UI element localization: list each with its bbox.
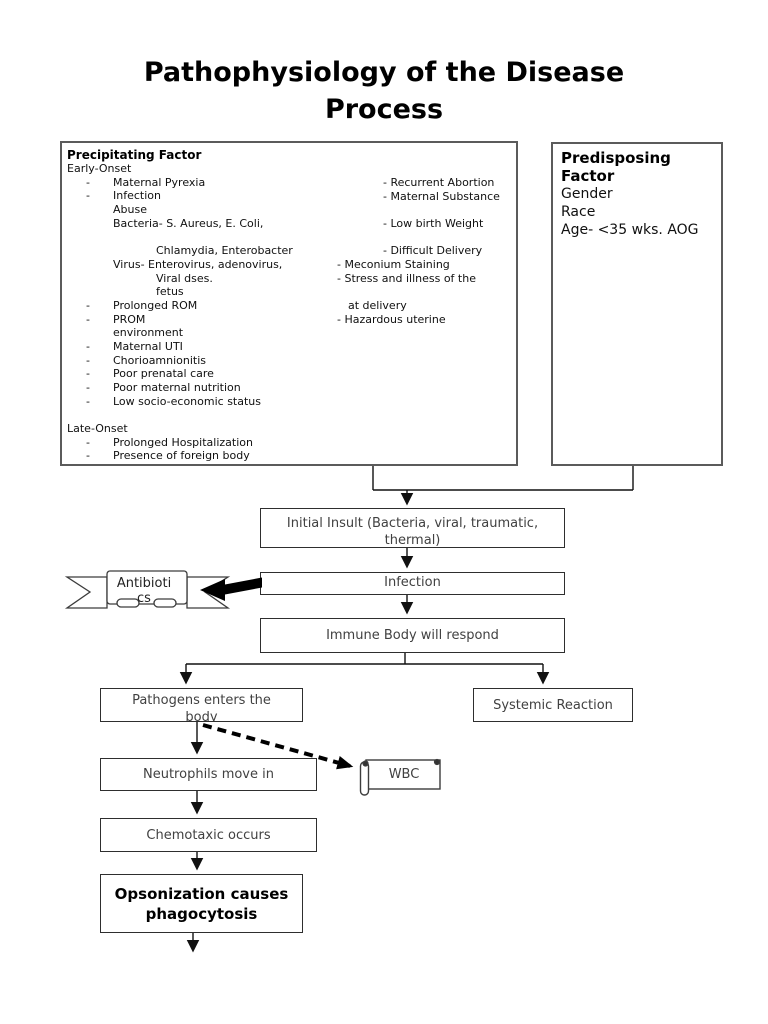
precipitating-factor-box: Precipitating Factor Early-Onset-Materna… [60, 141, 518, 466]
flow-box-pathogens-text: Pathogens enters the body [132, 693, 271, 722]
text-line: Abuse [113, 203, 147, 217]
text-line: environment [113, 326, 184, 340]
flow-box-chemotaxic: Chemotaxic occurs [100, 818, 317, 852]
text-line: Age- <35 wks. AOG [561, 222, 699, 238]
text-line: -PROM [86, 312, 146, 326]
text-line: - Stress and illness of the [337, 271, 476, 285]
text-line [67, 230, 327, 244]
text-line [337, 231, 517, 245]
text-line: - Recurrent Abortion [383, 176, 495, 189]
text-line [67, 408, 327, 422]
flow-box-immune-response: Immune Body will respond [260, 618, 565, 653]
text-line [337, 203, 517, 217]
text-line [337, 286, 517, 300]
text-line: at delivery [348, 299, 407, 313]
text-line: - Low birth Weight [383, 217, 484, 231]
wbc-label: WBC [388, 767, 420, 782]
text-line: Late-Onset [67, 422, 128, 436]
text-line: Gender [561, 186, 613, 202]
flow-box-infection: Infection [260, 572, 565, 595]
text-line: -Low socio-economic status [86, 394, 261, 408]
flow-box-opsonization: Opsonization causes phagocytosis [100, 874, 303, 933]
flow-box-neutrophils: Neutrophils move in [100, 758, 317, 791]
text-line: Chlamydia, Enterobacter [156, 244, 293, 258]
text-line: - Meconium Staining [337, 258, 450, 272]
text-line: -Poor maternal nutrition [86, 381, 241, 394]
flow-box-pathogens: Pathogens enters the body [100, 688, 303, 722]
text-line: Race [561, 204, 596, 220]
text-line: -Maternal UTI [86, 339, 183, 353]
text-line: Early-Onset [67, 162, 132, 175]
text-line: -Presence of foreign body [86, 449, 250, 463]
precipitating-factor-title: Precipitating Factor [67, 148, 202, 162]
antibiotics-arrow [200, 577, 262, 601]
flow-box-initial-insult: Initial Insult (Bacteria, viral, traumat… [260, 508, 565, 548]
page-title: Pathophysiology of the Disease Process [143, 57, 625, 125]
precipitating-right-column: - Recurrent Abortion- Maternal Substance… [337, 176, 517, 327]
text-line: - Maternal Substance [383, 189, 500, 203]
text-line: -Poor prenatal care [86, 367, 214, 381]
text-line: -Chorioamnionitis [86, 353, 207, 367]
flow-box-systemic-reaction: Systemic Reaction [473, 688, 633, 722]
text-line: Virus- Enterovirus, adenovirus, [113, 257, 283, 271]
text-line: -Prolonged Hospitalization [86, 435, 253, 449]
ribbon-left-wing [64, 576, 108, 609]
antibiotics-label: Antibiotics [116, 576, 172, 606]
text-line: -Prolonged ROM [86, 298, 198, 312]
text-line: - Difficult Delivery [383, 244, 483, 258]
text-line: Viral dses. [156, 271, 213, 285]
text-line: - Hazardous uterine [337, 312, 446, 326]
predisposing-factor-title: Predisposing Factor [561, 149, 671, 185]
ribbon-right-wing [186, 576, 231, 609]
text-line: -Infection [86, 189, 161, 203]
text-line: fetus [156, 285, 184, 299]
text-line: -Maternal Pyrexia [86, 175, 206, 189]
text-line: Bacteria- S. Aureus, E. Coli, [113, 216, 264, 230]
